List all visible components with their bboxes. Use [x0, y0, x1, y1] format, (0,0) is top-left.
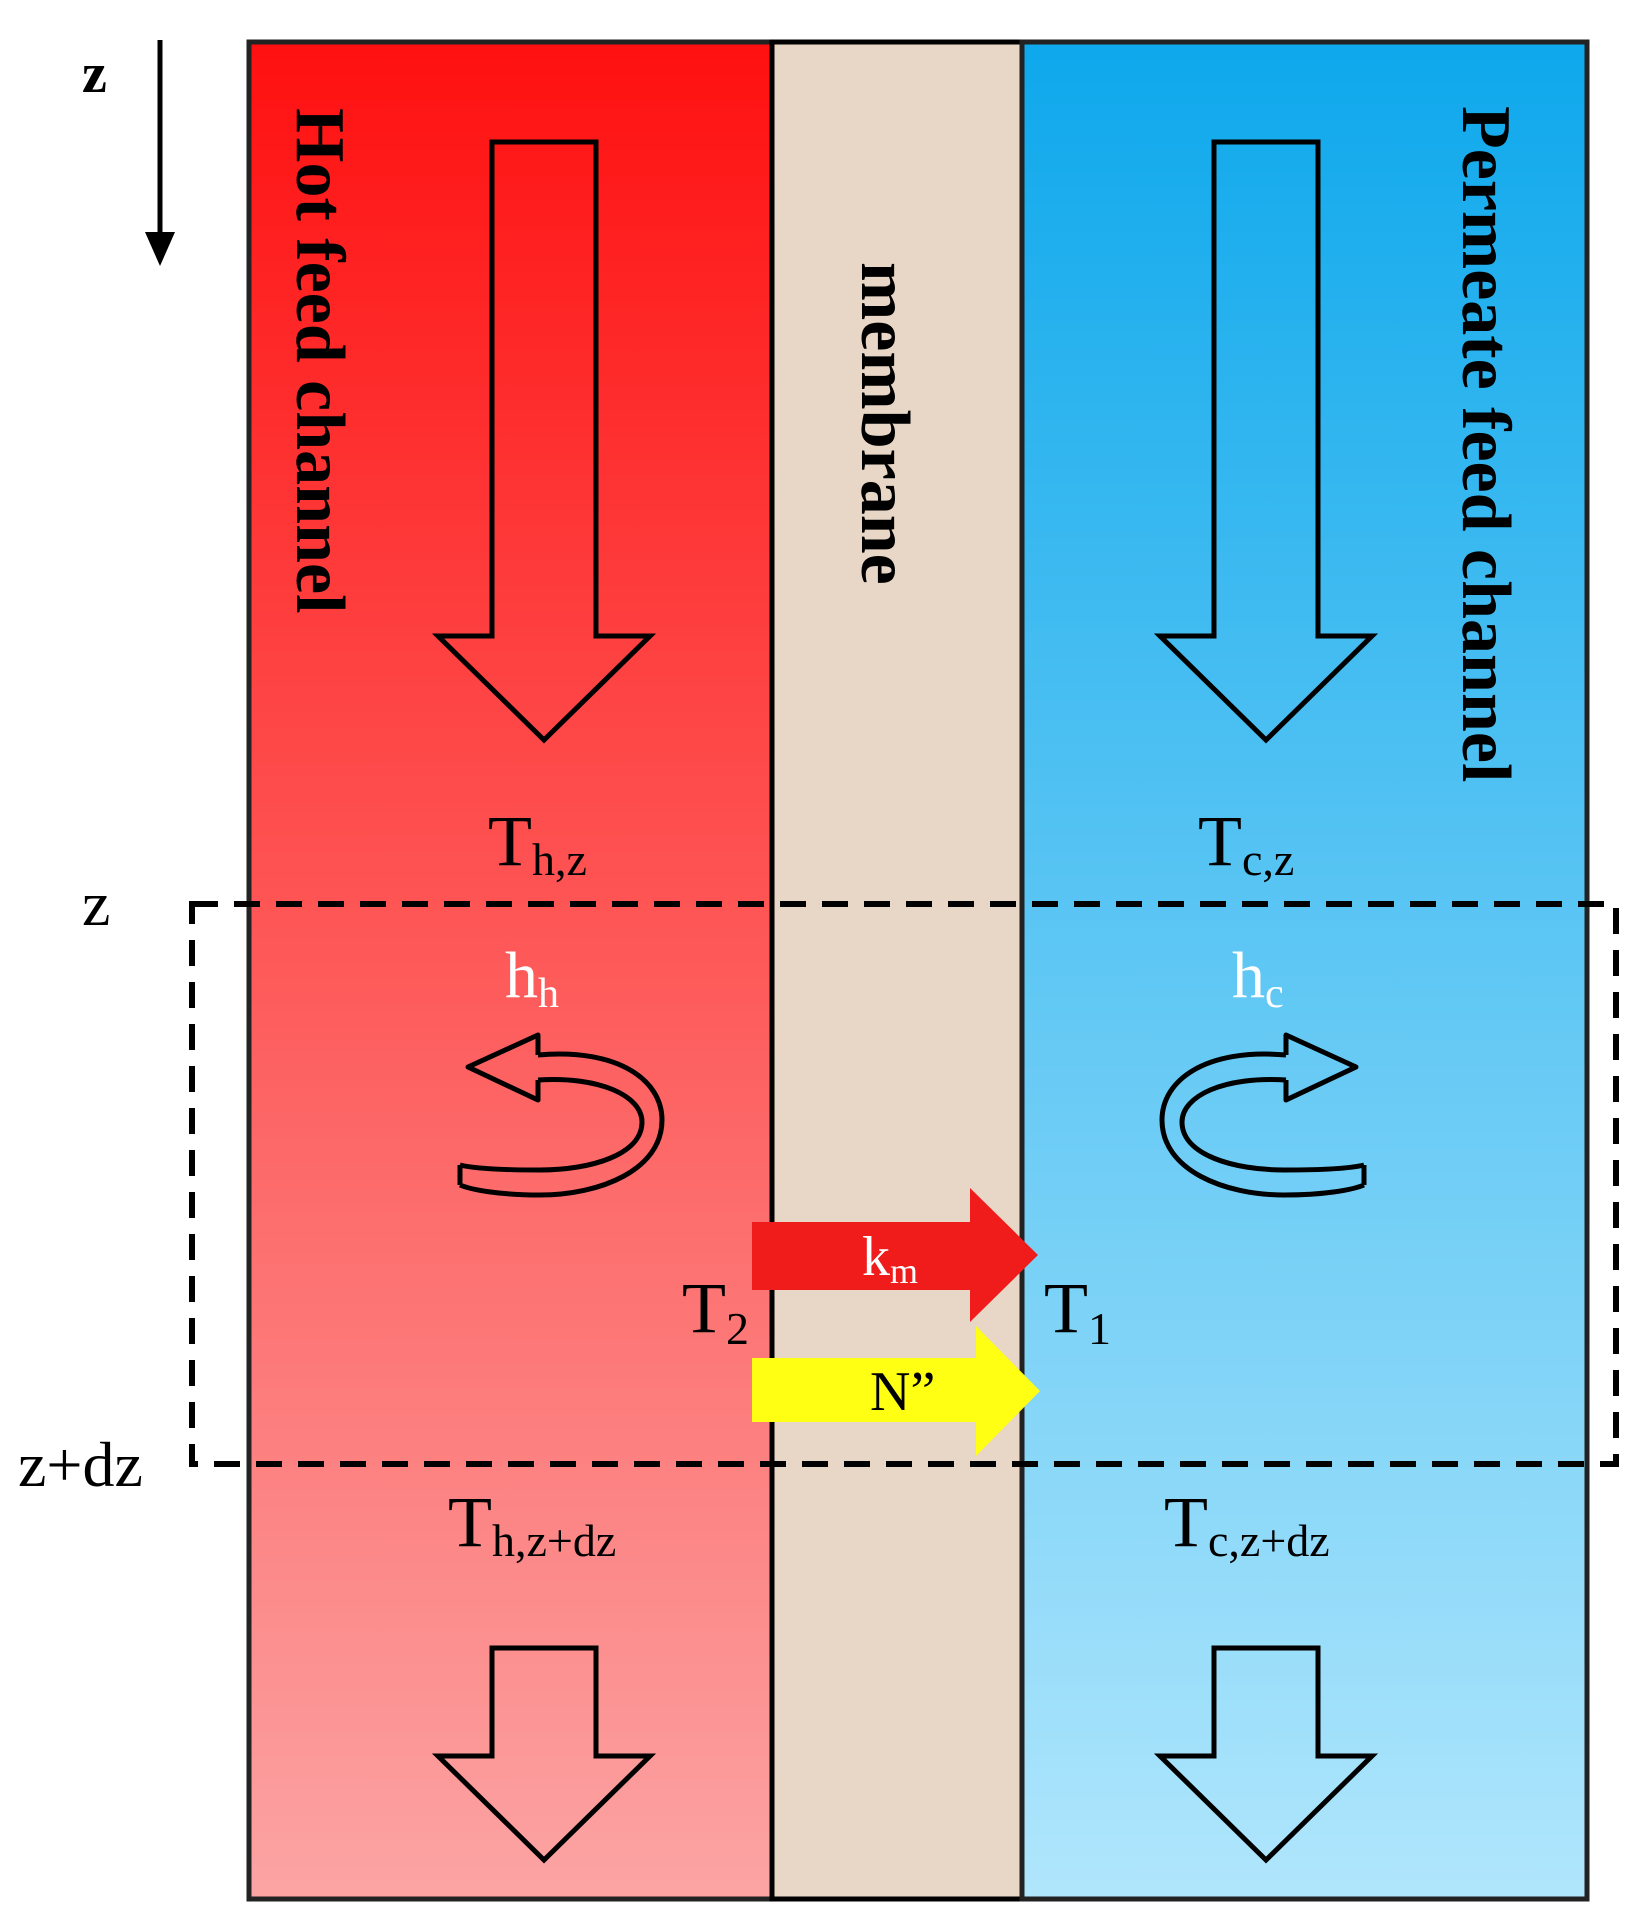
cold-flow-arrow-icon: [1153, 139, 1379, 744]
permeate-feed-channel: [1019, 39, 1590, 1902]
cold-circulation-arrow-icon: [1159, 1032, 1367, 1198]
permeate-feed-channel-label: Permeate feed channel: [1447, 106, 1524, 782]
vapor-flux-label: N”: [870, 1361, 935, 1423]
hot-outlet-arrow-icon: [431, 1645, 657, 1864]
cold-heat-transfer-coefficient: hc: [1232, 939, 1284, 1017]
hot-circulation-arrow-icon: [457, 1032, 665, 1198]
temperature-cold-z-plus-dz: Tc,z+dz: [1164, 1482, 1330, 1566]
control-volume-dashed-box: [189, 901, 1619, 1467]
temperature-cold-z: Tc,z: [1198, 801, 1294, 885]
hot-flow-arrow-icon: [431, 139, 657, 744]
z-plus-dz-position-label: z+dz: [18, 1429, 143, 1500]
z-position-label: z: [82, 868, 110, 939]
hot-heat-transfer-coefficient: hh: [505, 939, 559, 1017]
membrane-layer: [769, 39, 1025, 1902]
z-axis-arrowhead-icon: [145, 232, 175, 266]
membrane-label: membrane: [846, 262, 923, 585]
temperature-hot-z-plus-dz: Th,z+dz: [448, 1482, 616, 1566]
hot-feed-channel-label: Hot feed channel: [281, 108, 358, 614]
temperature-hot-z: Th,z: [488, 801, 587, 885]
vapor-flux-arrow-icon: [752, 1326, 1040, 1456]
cold-outlet-arrow-icon: [1153, 1645, 1379, 1864]
membrane-conductivity-label: km: [862, 1226, 918, 1291]
membrane-hot-side-temperature: T2: [682, 1268, 749, 1354]
hot-feed-channel: [246, 39, 775, 1902]
membrane-cold-side-temperature: T1: [1044, 1268, 1111, 1354]
z-axis-label: z: [82, 43, 107, 105]
membrane-conductivity-flux-arrow-icon: [752, 1188, 1038, 1322]
